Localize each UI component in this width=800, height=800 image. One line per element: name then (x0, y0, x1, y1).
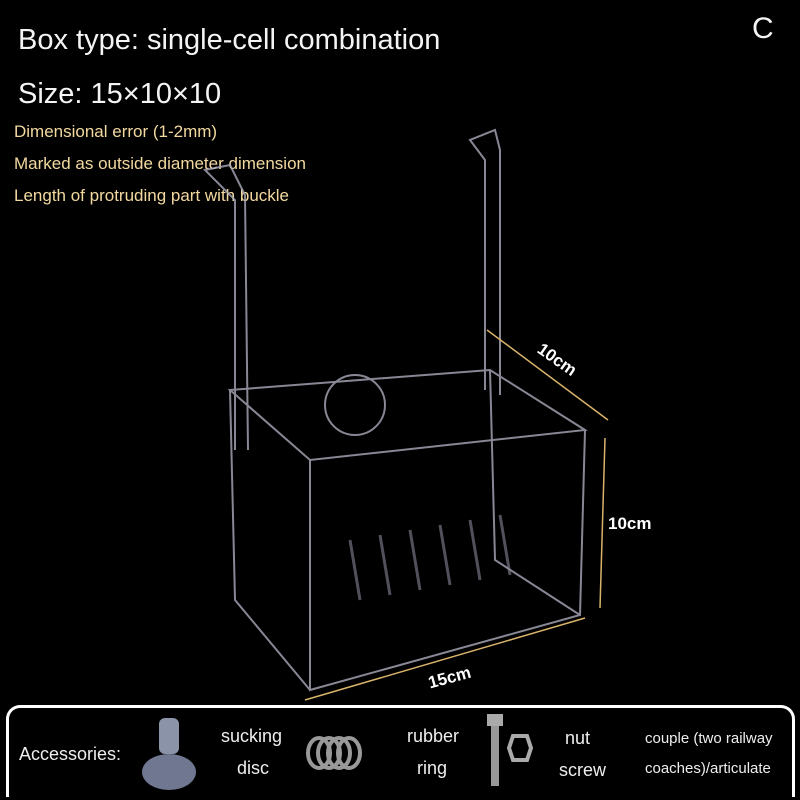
accessory-couple-line1: couple (two railway (645, 730, 773, 747)
size-title: Size: 15×10×10 (18, 78, 222, 110)
accessory-nut-line2: screw (559, 760, 607, 780)
accessory-sucking-line2: disc (237, 758, 270, 778)
note-protruding-length: Length of protruding part with buckle (14, 186, 290, 205)
suction-cup-icon (142, 718, 196, 790)
accessory-rubber-line1: rubber (407, 726, 460, 746)
height-dimension-label: 10cm (608, 514, 652, 533)
accessory-sucking-line1: sucking (221, 726, 283, 746)
accessory-couple-line2: coaches)/articulate (645, 760, 771, 777)
box-type-title: Box type: single-cell combination (18, 24, 441, 56)
accessory-rubber-line2: ring (417, 758, 448, 778)
variant-label: C (752, 12, 774, 45)
note-dimensional-error: Dimensional error (1-2mm) (14, 122, 218, 141)
note-outside-diameter: Marked as outside diameter dimension (14, 154, 306, 173)
accessory-nut-line1: nut (565, 728, 591, 748)
accessories-panel: Accessories: sucking disc rubber ring nu… (6, 705, 795, 797)
screw-nut-icon (487, 714, 533, 786)
accessories-label: Accessories: (19, 744, 122, 764)
rubber-rings-icon (306, 736, 362, 770)
